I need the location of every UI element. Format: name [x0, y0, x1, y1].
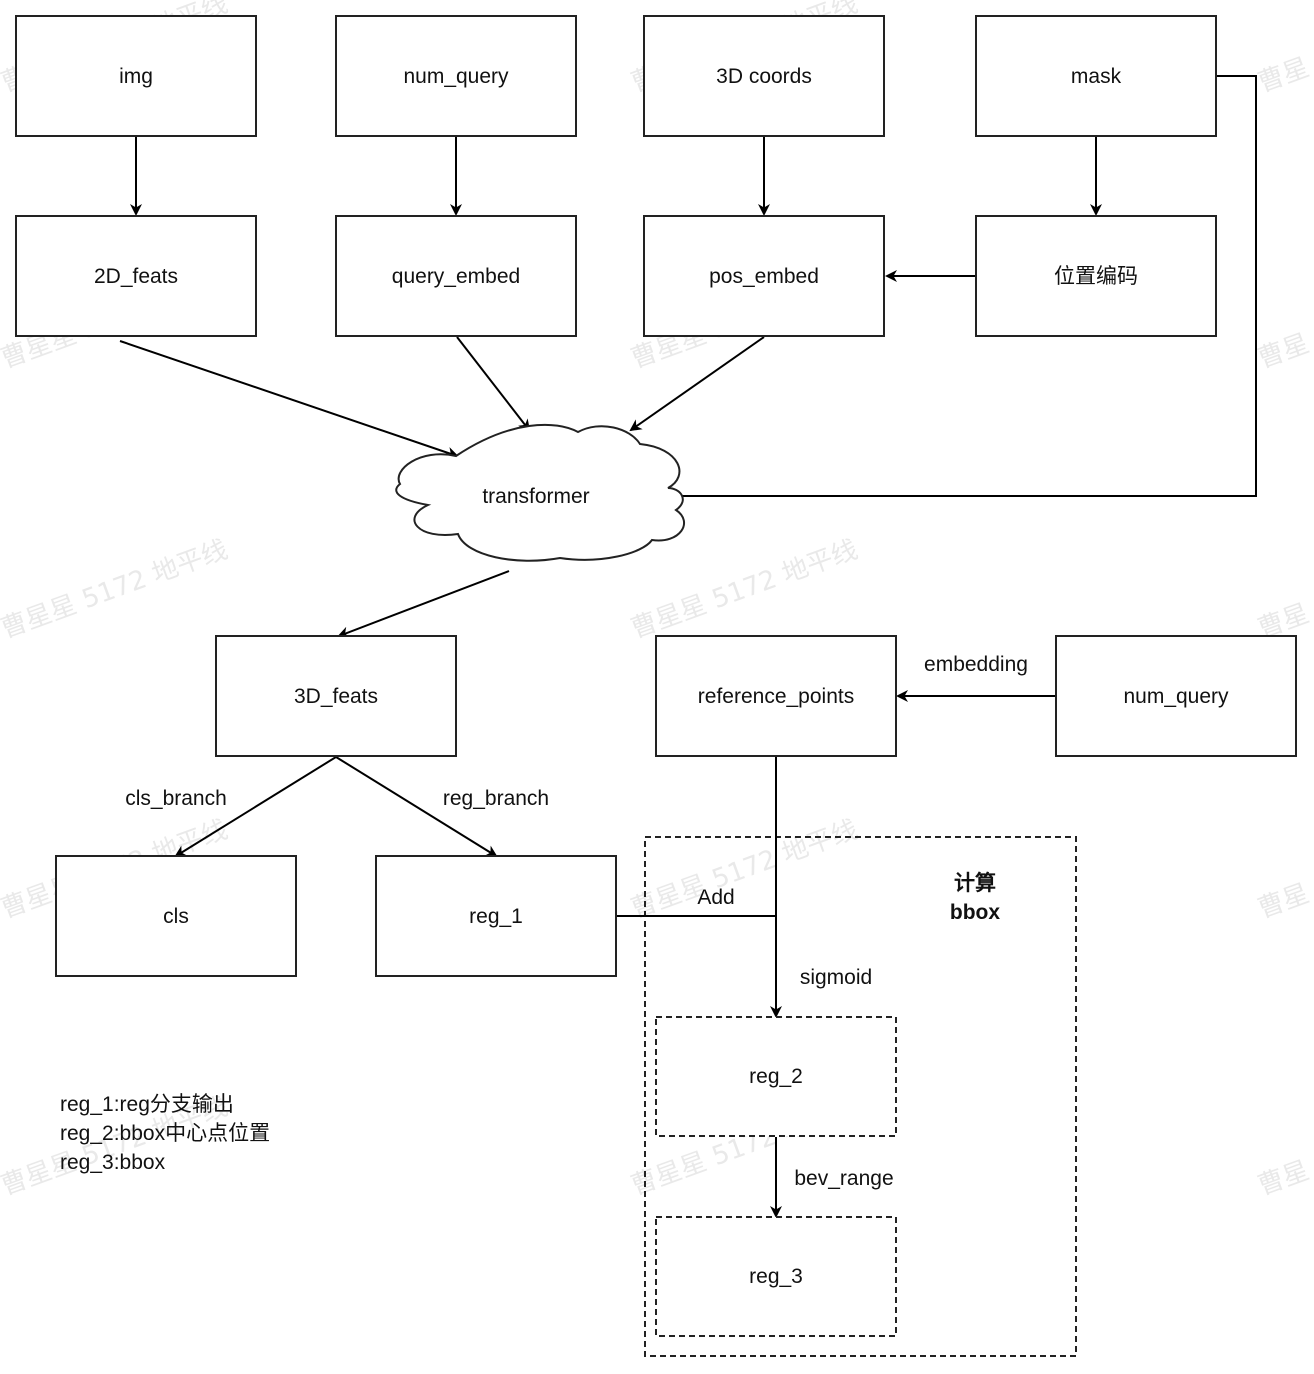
node-box	[215, 635, 457, 757]
node-label: reg_2	[749, 1065, 803, 1088]
node-reg-1[interactable]: reg_1	[375, 855, 617, 977]
node-label: reg_1	[469, 905, 523, 928]
watermark: 曹星星 5172 地平线	[0, 535, 232, 645]
node-3d-coords[interactable]: 3D coords	[643, 15, 885, 137]
edge-query-embed-to-transformer	[456, 336, 531, 432]
node-label: reg_3	[749, 1265, 803, 1288]
edge-2d-feats-to-transformer	[119, 340, 459, 459]
node-box	[643, 15, 885, 137]
edge-label-add: Add	[697, 886, 734, 909]
node-label: transformer	[482, 485, 589, 508]
node-2d-feats[interactable]: 2D_feats	[15, 215, 257, 337]
node-transformer[interactable]: transformer	[395, 423, 685, 562]
node-query-embed[interactable]: query_embed	[335, 215, 577, 337]
node-label: mask	[1071, 65, 1122, 88]
node-box	[655, 1216, 897, 1337]
node-box	[1055, 635, 1297, 757]
node-box	[15, 215, 257, 337]
edge-pos-embed-to-transformer	[629, 336, 765, 432]
node-pos-embed[interactable]: pos_embed	[643, 215, 885, 337]
note-line: reg_2:bbox中心点位置	[60, 1122, 270, 1145]
group-subtitle: bbox	[950, 901, 1000, 924]
node-label: query_embed	[392, 265, 520, 288]
legend-notes: reg_1:reg分支输出 reg_2:bbox中心点位置 reg_3:bbox	[60, 1093, 270, 1174]
edge-reg-branch	[335, 756, 498, 858]
node-label: pos_embed	[709, 265, 819, 288]
node-box	[335, 15, 577, 137]
edge-label-reg-branch: reg_branch	[443, 787, 549, 810]
node-reg-2[interactable]: reg_2	[655, 1016, 897, 1137]
node-box	[335, 215, 577, 337]
node-img[interactable]: img	[15, 15, 257, 137]
note-line: reg_1:reg分支输出	[60, 1093, 234, 1116]
node-label: 2D_feats	[94, 265, 178, 288]
node-num-query-mid[interactable]: num_query	[1055, 635, 1297, 757]
note-line: reg_3:bbox	[60, 1151, 166, 1174]
node-label: num_query	[1123, 685, 1229, 708]
node-num-query-top[interactable]: num_query	[335, 15, 577, 137]
edge-label-cls-branch: cls_branch	[125, 787, 227, 810]
node-box	[15, 15, 257, 137]
node-box	[655, 635, 897, 757]
watermark: 曹星星 5172 地平线	[627, 815, 862, 925]
edge-label-sigmoid: sigmoid	[800, 966, 872, 989]
node-pos-encoding[interactable]: 位置编码	[975, 215, 1217, 337]
watermark: 曹星	[1254, 879, 1313, 925]
node-label: 3D coords	[716, 65, 812, 88]
edge-cls-branch	[174, 756, 337, 858]
node-box	[975, 215, 1217, 337]
node-box	[375, 855, 617, 977]
node-mask[interactable]: mask	[975, 15, 1217, 137]
node-label: num_query	[403, 65, 509, 88]
node-cls[interactable]: cls	[55, 855, 297, 977]
node-label: img	[119, 65, 153, 88]
node-3d-feats[interactable]: 3D_feats	[215, 635, 457, 757]
node-box	[975, 15, 1217, 137]
node-box	[55, 855, 297, 977]
group-title: 计算	[954, 871, 996, 895]
node-label: cls	[163, 905, 189, 928]
watermark: 曹星星 5172 地平线	[627, 535, 862, 645]
edge-layer	[119, 75, 1257, 1218]
compute-bbox-group[interactable]: 计算 bbox	[644, 836, 1077, 1357]
node-label: reference_points	[698, 685, 854, 708]
watermark: 曹星	[1254, 53, 1313, 99]
node-box	[655, 1016, 897, 1137]
edge-mask-to-transformer	[655, 75, 1257, 502]
watermark: 曹星	[1254, 1156, 1313, 1202]
edge-transformer-to-3d-feats	[337, 570, 510, 639]
node-reference-points[interactable]: reference_points	[655, 635, 897, 757]
edge-label-bev-range: bev_range	[794, 1167, 893, 1190]
watermark: 曹星	[1254, 329, 1313, 375]
cloud-shape	[395, 423, 685, 562]
edge-label-embedding: embedding	[924, 653, 1028, 676]
group-border	[644, 836, 1077, 1357]
node-label: 3D_feats	[294, 685, 378, 708]
node-reg-3[interactable]: reg_3	[655, 1216, 897, 1337]
node-box	[643, 215, 885, 337]
node-label: 位置编码	[1054, 265, 1138, 288]
